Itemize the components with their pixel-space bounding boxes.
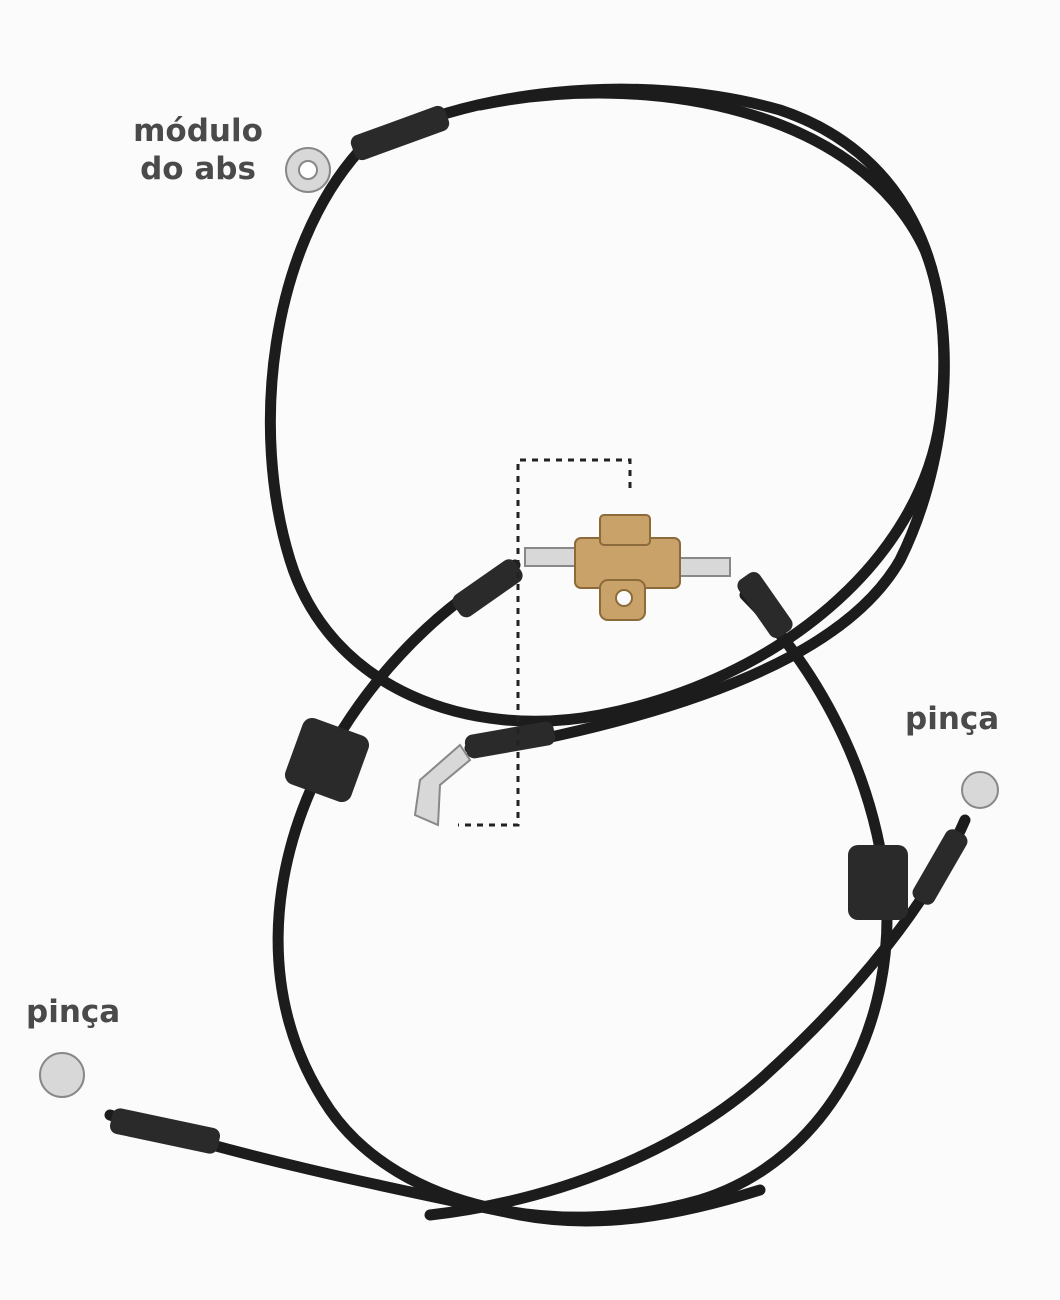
bleeder-fitting	[413, 743, 472, 827]
sleeve-right-caliper	[912, 829, 968, 905]
grommet-right	[848, 845, 908, 920]
label-abs-module: módulo do abs	[128, 112, 268, 188]
upper-hose-second-strand	[464, 87, 950, 754]
label-caliper-right: pinça	[905, 701, 1000, 737]
sleeve-t-left	[452, 559, 523, 618]
upper-hose-loop	[264, 83, 950, 727]
sleeve-abs	[350, 105, 450, 161]
grommet-left	[284, 717, 370, 803]
brass-t-fitting	[574, 514, 681, 621]
label-abs-line2: do abs	[140, 151, 256, 187]
label-caliper-left: pinça	[26, 994, 121, 1030]
sleeve-bleeder	[464, 721, 556, 759]
left-caliper-hose	[104, 1109, 766, 1227]
banjo-left-caliper	[39, 1052, 85, 1098]
banjo-right-caliper	[961, 771, 999, 809]
sleeve-t-right	[737, 572, 793, 638]
label-abs-line1: módulo	[133, 113, 263, 149]
sleeve-left-caliper	[109, 1108, 221, 1154]
lower-hose-left	[272, 559, 893, 1223]
